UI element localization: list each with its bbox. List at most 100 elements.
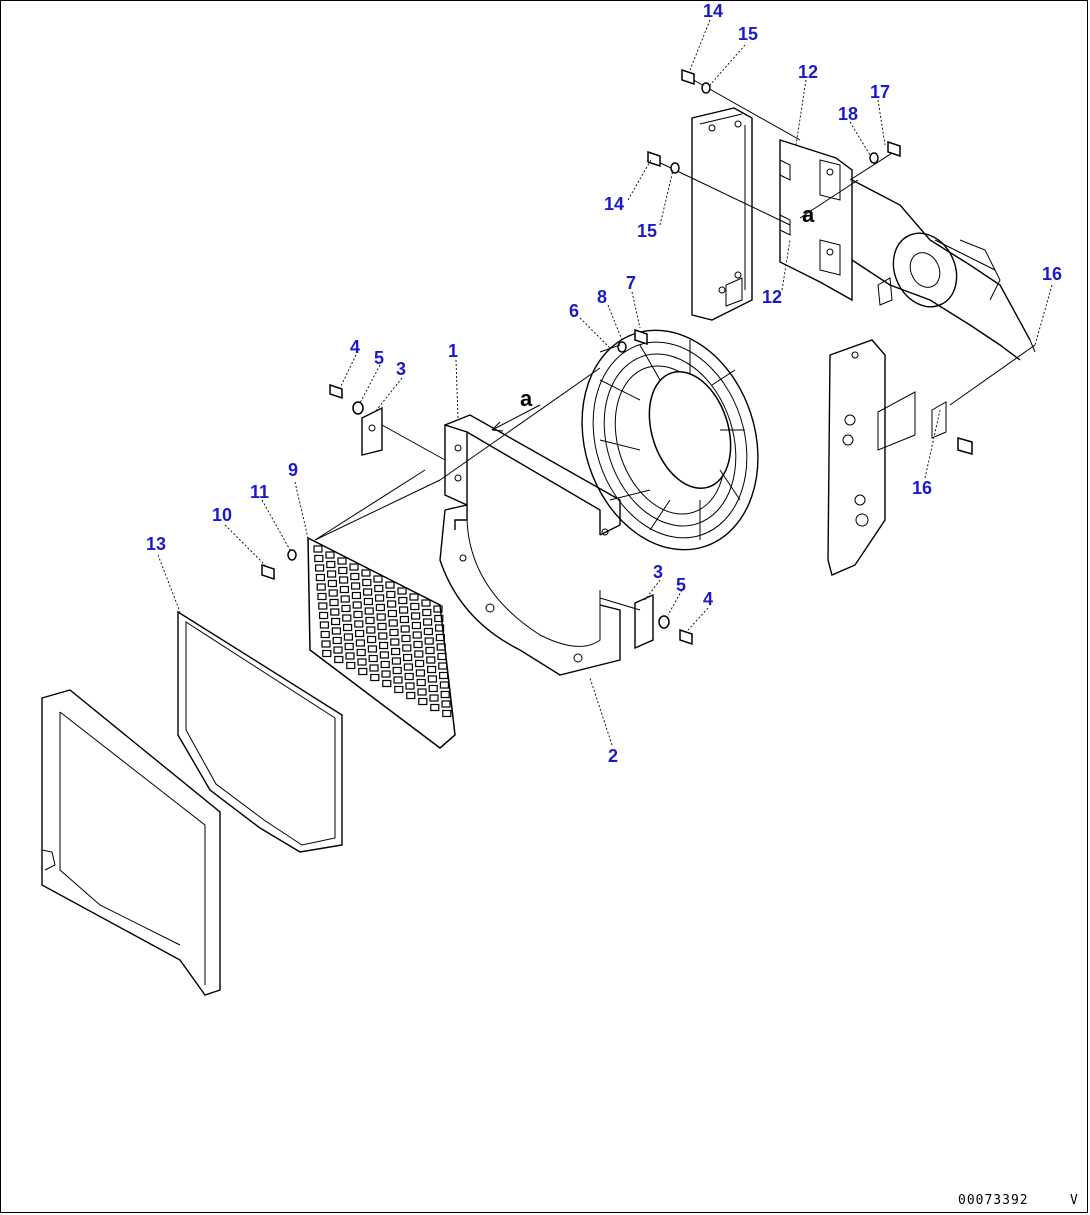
callout-leaders	[157, 19, 1053, 746]
core-fin-cell	[416, 678, 426, 687]
core-fin-cell	[317, 592, 327, 601]
reference-a-upper: a	[802, 202, 815, 227]
core-fin-cell	[427, 675, 437, 683]
core-fin-cell	[409, 593, 419, 601]
core-fin-cell	[438, 662, 448, 670]
core-fin-cell	[343, 633, 353, 641]
core-fin-cell	[364, 607, 374, 615]
core-fin-cell	[339, 576, 349, 584]
core-fin-cell	[389, 628, 399, 637]
core-fin-cell	[375, 594, 385, 602]
core-fin-cell	[441, 700, 451, 708]
core-fin-cell	[435, 624, 445, 632]
core-fin-cell	[425, 646, 435, 655]
bolt-14-mid	[647, 150, 680, 174]
label-5-left: 5	[374, 348, 384, 368]
core-fin-cell	[321, 640, 331, 648]
drawing-code: 00073392	[958, 1193, 1029, 1208]
core-fin-cell	[430, 703, 440, 712]
core-fin-cell	[421, 599, 431, 607]
core-fin-cell	[361, 569, 371, 577]
core-fin-cell	[345, 652, 355, 660]
label-4-left: 4	[350, 337, 360, 357]
reference-a-lines	[491, 179, 859, 432]
core-fin-cell	[332, 636, 342, 645]
core-fin-cell	[388, 619, 398, 627]
core-fin-cell	[344, 642, 354, 651]
core-fin-cell	[329, 598, 339, 607]
core-fin-cell	[342, 614, 352, 622]
core-fin-cell	[320, 630, 330, 639]
label-12-top: 12	[798, 62, 818, 82]
part-labels: 14 15 12 17 18 14 15 12 16 6 8 7 4 5 3 1…	[146, 1, 1062, 766]
core-fin-cell	[403, 653, 413, 662]
core-fin-cell	[433, 605, 443, 613]
core-fin-cell	[350, 572, 360, 581]
core-fin-cell	[355, 629, 365, 638]
core-fin-cell	[338, 566, 348, 575]
core-fin-cell	[442, 709, 452, 718]
drawing-code-suffix: V	[1070, 1193, 1079, 1208]
core-fin-cell	[353, 610, 363, 619]
core-fin-cell	[418, 697, 428, 706]
core-fin-cell	[318, 602, 328, 610]
core-fin-cell	[363, 588, 373, 596]
core-fin-cell	[376, 613, 386, 621]
label-4-right: 4	[703, 589, 713, 609]
core-fin-cell	[365, 616, 375, 625]
label-17: 17	[870, 82, 890, 102]
label-8: 8	[597, 287, 607, 307]
label-6: 6	[569, 301, 579, 321]
core-fin-cell	[331, 617, 341, 626]
label-14-top: 14	[703, 1, 723, 21]
label-18: 18	[838, 104, 858, 124]
core-fin-cell	[405, 682, 415, 690]
core-fin-cell	[355, 639, 365, 647]
core-fin-cell	[414, 650, 424, 658]
core-fin-cell	[322, 649, 332, 658]
core-fin-cell	[363, 597, 373, 606]
core-fin-cell	[379, 651, 389, 659]
core-fin-cell	[373, 575, 383, 583]
core-fin-cell	[400, 625, 410, 633]
label-16-top: 16	[1042, 264, 1062, 284]
core-fin-cell	[412, 631, 422, 639]
core-fin-cell	[379, 641, 389, 650]
core-fin-cell	[423, 627, 433, 636]
core-fin-cell	[369, 664, 379, 672]
label-10: 10	[212, 505, 232, 525]
core-fin-cell	[382, 679, 392, 688]
core-fin-cell	[367, 645, 377, 653]
core-fin-cell	[314, 554, 324, 563]
core-fin-cell	[386, 590, 396, 599]
core-fin-cell	[358, 667, 368, 676]
core-fin-cell	[356, 648, 366, 657]
label-3-right: 3	[653, 562, 663, 582]
core-fin-cell	[340, 595, 350, 603]
core-fin-cell	[439, 681, 449, 689]
core-fin-cell	[423, 618, 433, 626]
label-7: 7	[626, 273, 636, 293]
core-fin-cell	[316, 583, 326, 591]
core-fin-cell	[333, 646, 343, 654]
core-fin-cell	[362, 578, 372, 587]
core-fin-cell	[331, 627, 341, 635]
bracket-3-left	[329, 383, 446, 461]
core-fin-cell	[415, 669, 425, 677]
core-fin-cell	[313, 545, 323, 553]
core-fin-cell	[385, 581, 395, 589]
core-fin-cell	[377, 622, 387, 631]
core-fin-cell	[426, 656, 436, 664]
core-fin-cell	[417, 688, 427, 696]
label-15-mid: 15	[637, 221, 657, 241]
label-12-mid: 12	[762, 287, 782, 307]
core-fin-cell	[424, 637, 434, 645]
core-fin-cell	[391, 647, 401, 656]
core-fin-cell	[403, 663, 413, 671]
fan-shroud	[439, 414, 621, 676]
core-fin-cell	[427, 665, 437, 674]
core-fin-cell	[387, 600, 397, 608]
label-13: 13	[146, 534, 166, 554]
core-fin-cell	[374, 584, 384, 593]
